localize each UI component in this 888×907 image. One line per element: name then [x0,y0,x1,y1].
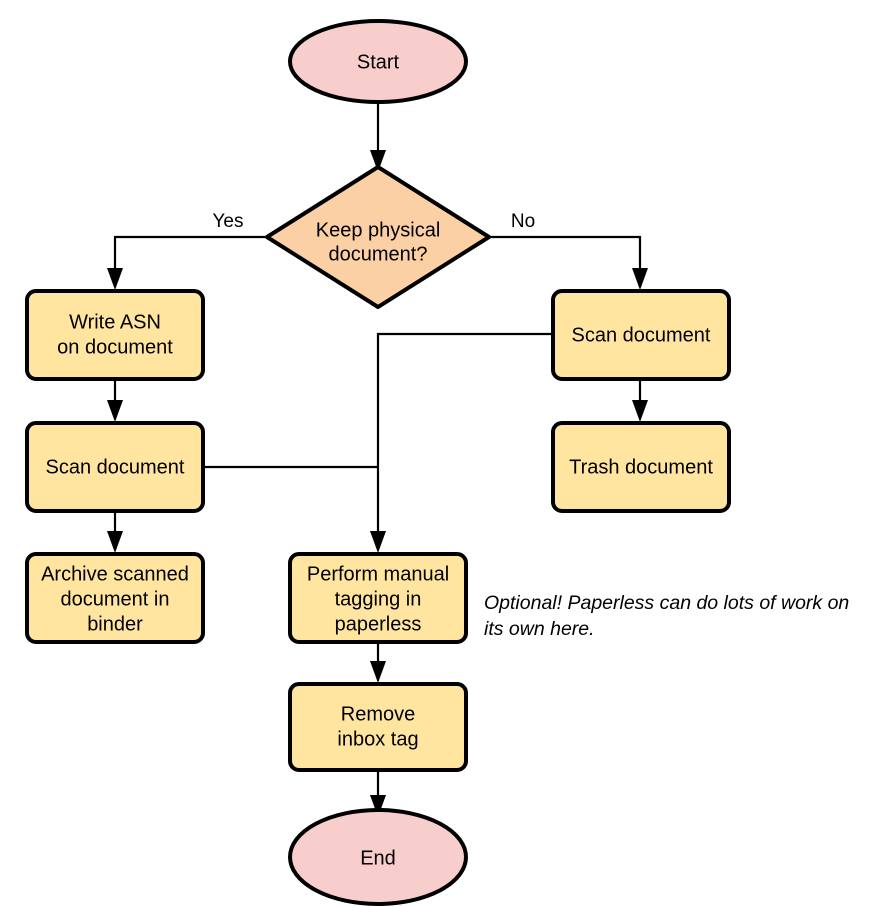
arrowhead-scanright-trash [632,400,648,422]
node-trash-document[interactable]: Trash document [551,421,731,513]
trash-rect[interactable] [551,421,731,513]
arrowhead-no [632,268,648,290]
node-end[interactable]: End [288,808,468,906]
arrowhead-writeasn-scanleft [107,400,123,422]
node-decision-keep-physical-document[interactable]: Keep physical document? [265,165,491,309]
decision-diamond[interactable] [265,165,491,309]
start-ellipse[interactable] [288,19,468,104]
node-archive-scanned-document-in-binder[interactable]: Archive scanned document in binder [25,552,205,644]
tagging-rect[interactable] [288,552,468,644]
edge-scanleft-to-archive [107,512,123,553]
edge-label-yes: Yes [213,211,244,232]
annotation-optional-paperless: Optional! Paperless can do lots of work … [484,592,849,640]
edge-writeasn-to-scanleft [107,379,123,422]
node-remove-inbox-tag[interactable]: Remove inbox tag [288,682,468,772]
node-scan-document-left[interactable]: Scan document [25,421,205,513]
edge-scanright-to-tagging [370,332,552,553]
arrowhead-scanright-tagging [370,531,386,553]
scanright-rect[interactable] [551,289,731,381]
removetag-rect[interactable] [288,682,468,772]
end-ellipse[interactable] [288,808,468,906]
edge-tagging-to-removetag [370,643,386,683]
edge-scanright-to-trash [632,379,648,422]
archive-rect[interactable] [25,552,205,644]
edge-line-no [490,235,642,278]
edge-line-yes [113,235,265,278]
annotation-line1: Optional! Paperless can do lots of work … [484,592,849,614]
node-scan-document-right[interactable]: Scan document [551,289,731,381]
arrowhead-tagging-removetag [370,661,386,683]
edge-line-scanright-tagging [376,332,552,541]
arrowhead-scanleft-archive [107,531,123,553]
annotation-line2: its own here. [484,618,595,640]
edge-start-to-decision [370,102,386,172]
node-start[interactable]: Start [288,19,468,104]
arrowhead-removetag-end [370,795,386,817]
scanleft-rect[interactable] [25,421,205,513]
edge-decision-no-to-scanright [490,235,648,290]
writeasn-rect[interactable] [25,289,205,381]
arrowhead-yes [107,268,123,290]
node-write-asn-on-document[interactable]: Write ASN on document [25,289,205,381]
node-perform-manual-tagging-in-paperless[interactable]: Perform manual tagging in paperless [288,552,468,644]
edge-label-no: No [511,211,535,232]
edge-decision-yes-to-writeasn [107,235,265,290]
arrowhead-start-decision [370,150,386,172]
edge-removetag-to-end [370,770,386,817]
